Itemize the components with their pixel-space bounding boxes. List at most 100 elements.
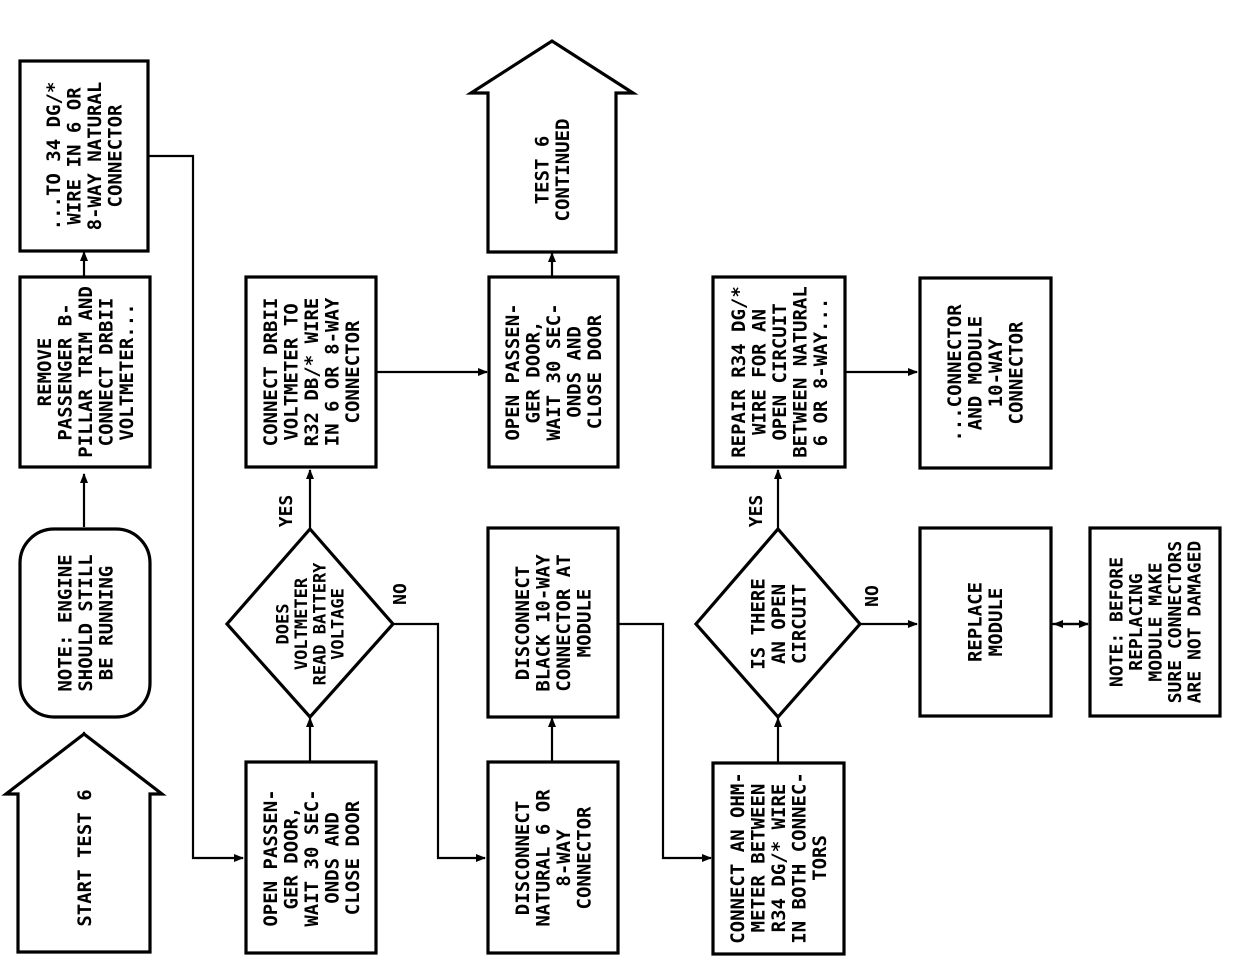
- remove-trim-text-line: PASSENGER B-: [54, 303, 76, 440]
- replace-module-shape: [918, 526, 1053, 718]
- start-text-line: START TEST 6: [74, 789, 96, 926]
- does-voltmeter-shape: [224, 526, 396, 720]
- connect-r32-node: CONNECT DRBIIVOLTMETER TOR32 DB/* WIREIN…: [244, 275, 378, 469]
- note-replacing-text-line: SURE CONNECTORS: [1165, 541, 1186, 704]
- open-door-1-text-line: ONDS AND: [321, 812, 343, 904]
- start-arrow-shape: [1, 731, 167, 954]
- note-engine-node: NOTE: ENGINESHOULD STILLBE RUNNING: [18, 527, 152, 719]
- disconnect-black-text-line: DISCONNECT: [512, 566, 534, 680]
- open-door-2-text-line: OPEN PASSEN-: [502, 303, 524, 440]
- disconnect-black-text-line: MODULE: [574, 589, 596, 658]
- note-engine-text-line: SHOULD STILL: [75, 554, 97, 691]
- connect-ohmmeter-text-line: R34 DG/* WIRE: [768, 784, 790, 933]
- connect-r32-text-line: IN 6 OR 8-WAY: [321, 297, 343, 446]
- remove-trim-text-line: REMOVE: [34, 338, 56, 407]
- remove-trim-text-line: CONNECT DRBII: [95, 298, 117, 447]
- replace-module-text-line: REPLACE: [965, 582, 987, 662]
- does-voltmeter-text-line: VOLTMETER: [292, 577, 312, 670]
- connect-r32-text-line: VOLTMETER TO: [280, 303, 302, 440]
- connector-black-to-ohmmeter: [619, 622, 712, 862]
- note-replacing-shape: [1088, 526, 1222, 718]
- note-replacing-text-line: MODULE MAKE: [1146, 562, 1167, 681]
- connector-module-text-line: CONNECTOR: [1006, 321, 1028, 425]
- test6-continued-text-line: CONTINUED: [552, 119, 574, 222]
- connect-r32-text-line: CONNECT DRBII: [260, 298, 282, 447]
- remove-trim-text-line: PILLAR TRIM AND: [75, 286, 97, 458]
- disconnect-natural-text-line: 8-WAY: [553, 829, 575, 887]
- connect-ohmmeter-text-line: TORS: [809, 835, 831, 881]
- replace-module-node: REPLACEMODULE: [918, 526, 1053, 718]
- does-voltmeter-decision: DOESVOLTMETERREAD BATTERYVOLTAGE: [224, 526, 396, 720]
- to-34-wire-text-line: 8-WAY NATURAL: [84, 82, 106, 231]
- disconnect-black-shape: [486, 526, 620, 719]
- replace-module-text: REPLACEMODULE: [965, 582, 1008, 662]
- test6-continued-node: TEST 6CONTINUED: [465, 39, 639, 254]
- disconnect-natural-text-line: NATURAL 6 OR: [533, 789, 555, 927]
- open-door-2-text-line: CLOSE DOOR: [584, 314, 606, 429]
- note-replacing-text-line: REPLACING: [1126, 573, 1147, 671]
- start-text: START TEST 6: [74, 789, 96, 926]
- test6-continued-text-line: TEST 6: [532, 136, 554, 205]
- repair-r34-text: REPAIR R34 DG/*WIRE FOR ANOPEN CIRCUITBE…: [728, 286, 832, 458]
- test6-continued-arrow-shape: [465, 39, 639, 254]
- note-engine-text-line: NOTE: ENGINE: [54, 554, 76, 691]
- open-door-1-text-line: OPEN PASSEN-: [260, 789, 282, 926]
- disconnect-black-node: DISCONNECTBLACK 10-WAYCONNECTOR ATMODULE: [486, 526, 620, 719]
- connect-ohmmeter-shape: [711, 761, 846, 956]
- connector-module-text-line: 10-WAY: [985, 338, 1007, 407]
- open-door-1-text-line: CLOSE DOOR: [342, 800, 364, 915]
- start-test-6-node: START TEST 6: [1, 731, 167, 954]
- open-circuit-text: IS THEREAN OPENCIRCUIT: [747, 578, 810, 670]
- connect-r32-text: CONNECT DRBIIVOLTMETER TOR32 DB/* WIREIN…: [260, 297, 364, 446]
- note-replacing-text-line: ARE NOT DAMAGED: [1184, 541, 1205, 704]
- connect-r32-text-line: CONNECTOR: [342, 320, 364, 424]
- connector-module-shape: [918, 276, 1053, 470]
- note-replacing-text: NOTE: BEFOREREPLACINGMODULE MAKESURE CON…: [1107, 541, 1206, 704]
- connector-module-text-line: AND MODULE: [965, 316, 987, 430]
- connect-ohmmeter-text: CONNECT AN OHM-METER BETWEENR34 DG/* WIR…: [727, 772, 831, 944]
- to-34-wire-node: ...TO 34 DG/*WIRE IN 6 OR8-WAY NATURALCO…: [18, 59, 150, 253]
- connector-34-wire-to-open-door-1: [149, 154, 244, 862]
- repair-r34-text-line: REPAIR R34 DG/*: [728, 286, 750, 458]
- to-34-wire-text-line: WIRE IN 6 OR: [64, 87, 86, 225]
- note-engine-text-line: BE RUNNING: [95, 566, 117, 680]
- test6-continued-text: TEST 6CONTINUED: [532, 119, 575, 222]
- open-door-2-text-line: WAIT 30 SEC-: [543, 303, 565, 440]
- connect-r32-text-line: R32 DB/* WIRE: [301, 298, 323, 447]
- open-circuit-text-line: AN OPEN: [768, 584, 790, 664]
- disconnect-black-text-line: BLACK 10-WAY: [533, 554, 555, 692]
- disconnect-natural-node: DISCONNECTNATURAL 6 OR8-WAYCONNECTOR: [486, 760, 620, 955]
- connect-ohmmeter-text-line: METER BETWEEN: [747, 784, 769, 933]
- no-label-1: NO: [390, 583, 411, 605]
- connector-module-text-line: ...CONNECTOR: [944, 304, 966, 442]
- repair-r34-node: REPAIR R34 DG/*WIRE FOR ANOPEN CIRCUITBE…: [711, 275, 847, 469]
- disconnect-natural-text-line: CONNECTOR: [574, 806, 596, 910]
- disconnect-black-text: DISCONNECTBLACK 10-WAYCONNECTOR ATMODULE: [512, 554, 596, 692]
- open-door-2-text-line: ONDS AND: [563, 326, 585, 418]
- yes-label-2: YES: [746, 495, 767, 528]
- does-voltmeter-text-line: READ BATTERY: [310, 562, 330, 686]
- disconnect-natural-shape: [486, 760, 620, 955]
- open-circuit-text-line: IS THERE: [747, 578, 769, 670]
- repair-r34-shape: [711, 275, 847, 469]
- connect-ohmmeter-text-line: IN BOTH CONNEC-: [788, 772, 810, 944]
- open-door-1-text-line: GER DOOR,: [280, 807, 302, 910]
- open-circuit-decision: IS THEREAN OPENCIRCUIT: [693, 526, 863, 720]
- repair-r34-text-line: BETWEEN NATURAL: [789, 286, 811, 458]
- note-replacing-node: NOTE: BEFOREREPLACINGMODULE MAKESURE CON…: [1088, 526, 1222, 718]
- remove-trim-shape: [18, 275, 152, 469]
- to-34-wire-text: ...TO 34 DG/*WIRE IN 6 OR8-WAY NATURALCO…: [43, 82, 127, 231]
- connector-module-node: ...CONNECTORAND MODULE10-WAYCONNECTOR: [918, 276, 1053, 470]
- does-voltmeter-text-line: VOLTAGE: [329, 588, 349, 660]
- note-replacing-text-line: NOTE: BEFORE: [1107, 557, 1128, 687]
- remove-trim-text: REMOVEPASSENGER B-PILLAR TRIM ANDCONNECT…: [34, 286, 138, 458]
- replace-module-text-line: MODULE: [985, 588, 1007, 657]
- connect-r32-shape: [244, 275, 378, 469]
- to-34-wire-text-line: CONNECTOR: [105, 104, 127, 208]
- note-engine-text: NOTE: ENGINESHOULD STILLBE RUNNING: [54, 554, 117, 691]
- connector-module-text: ...CONNECTORAND MODULE10-WAYCONNECTOR: [944, 304, 1028, 442]
- yes-label-1: YES: [276, 495, 297, 528]
- open-door-2-shape: [487, 275, 620, 469]
- repair-r34-text-line: OPEN CIRCUIT: [769, 303, 791, 440]
